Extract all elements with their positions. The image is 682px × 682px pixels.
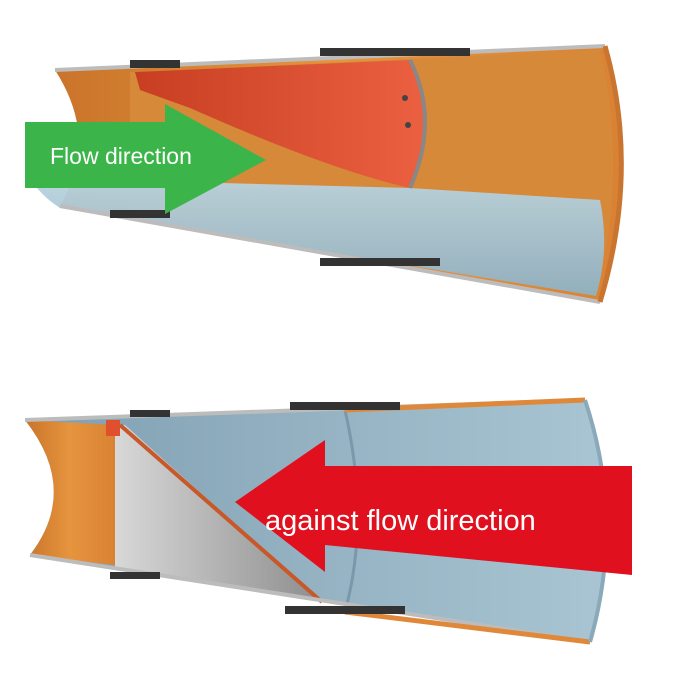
top-valve-bolt bbox=[405, 122, 411, 128]
top-clamp bbox=[320, 48, 470, 56]
top-pipe-rim bbox=[59, 204, 601, 304]
top-clamp bbox=[110, 210, 170, 218]
against-flow-direction-arrow: against flow direction bbox=[235, 440, 632, 575]
bottom-pipe-rim bbox=[29, 553, 591, 644]
top-valve-cone bbox=[135, 60, 425, 188]
flow-direction-arrow: Flow direction bbox=[25, 104, 266, 214]
top-clamp bbox=[320, 258, 440, 266]
top-valve-bolt bbox=[402, 95, 408, 101]
top-pipe-end bbox=[597, 45, 624, 303]
bottom-pipe-orange-edge bbox=[344, 609, 591, 645]
bottom-valve-tab bbox=[106, 420, 120, 436]
bottom-clamp bbox=[130, 410, 170, 417]
flow-direction-label: Flow direction bbox=[50, 143, 192, 169]
bottom-clamp bbox=[110, 572, 160, 579]
top-water bbox=[30, 178, 605, 296]
against-flow-direction-label: against flow direction bbox=[265, 505, 536, 537]
top-clamp bbox=[130, 60, 180, 68]
bottom-valve-edge bbox=[118, 423, 324, 604]
bottom-clamp bbox=[290, 402, 400, 410]
bottom-pipe-left-section bbox=[25, 420, 115, 565]
bottom-clamp bbox=[285, 606, 405, 614]
top-valve-ring bbox=[408, 59, 427, 189]
